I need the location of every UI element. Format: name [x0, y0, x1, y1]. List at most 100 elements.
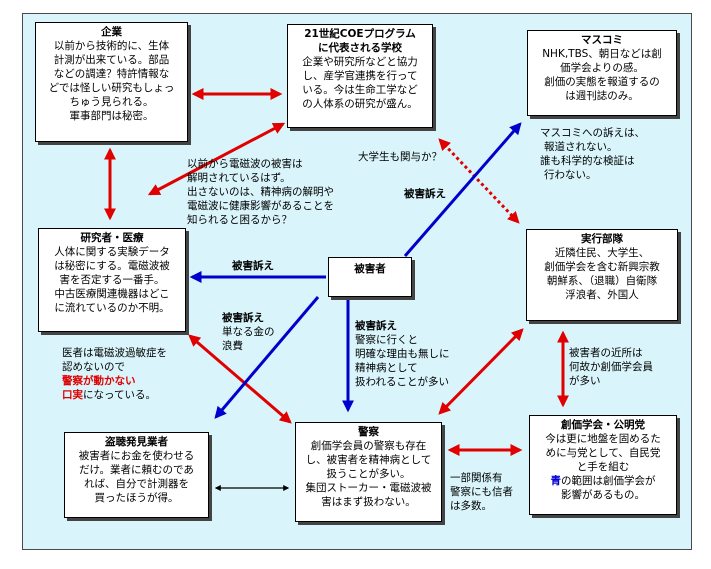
- waste-note: 被害訴え 単なる金の 浪費: [222, 311, 275, 353]
- note-line: 以前から電磁波の被害は: [187, 158, 303, 170]
- coe-line: し、産学官連携を行って: [302, 70, 418, 82]
- police-line: し、被害者を精神病として: [305, 454, 432, 466]
- researcher-line: に流れているのか不明。: [54, 302, 170, 314]
- note-line: 一部関係有: [450, 472, 503, 484]
- note-line: 警察にも信者: [450, 486, 513, 498]
- note-line: 何故か創価学会員: [569, 361, 653, 373]
- media-appeal-note: マスコミへの訴えは、 報道されない。 誰も科学的な検証は 行わない。: [540, 126, 645, 182]
- em-unsolved-note: 以前から電磁波の被害は 解明されているはず。 出さないのは、精神病の解明や 電磁…: [187, 157, 334, 227]
- arrow-victim-wiretap: [214, 296, 320, 419]
- note-line: 扱われることが多い: [355, 376, 449, 388]
- note-line: 誰も科学的な検証は: [540, 155, 635, 167]
- note-line: 医者は電磁波過敏症を: [62, 347, 167, 359]
- soka-blue-word: 青: [550, 475, 562, 487]
- police-line: 扱うことが多い。: [326, 468, 411, 480]
- company-line: どでは怪しい研究もしょっ: [48, 82, 175, 94]
- note-line: 行わない。: [544, 169, 597, 181]
- media-box: マスコミ NHK,TBS、朝日などは創 価学会よりの感。 創価の実態を報道するの…: [527, 30, 677, 116]
- media-title: マスコミ: [581, 34, 623, 46]
- note-line: 電磁波に健康影響があることを: [187, 200, 334, 212]
- researcher-box: 研究者・医療 人体に関する実験データ は秘密にする。電磁波被 害を否定する一番手…: [38, 228, 186, 332]
- coe-title: 21世紀COEプログラム: [304, 28, 416, 40]
- company-box: 企業 以前から技術的に、生体 計測が出来ている。部品 などの調達？特許情報な ど…: [35, 22, 188, 142]
- police-line: 集団ストーカー・電磁波被: [305, 482, 432, 494]
- wiretap-box: 盗聴発見業者 被害者にお金を使わせる だけ。業者に頼むのであ れば、自分で計測器…: [64, 432, 209, 518]
- soka-line-scope: 青の範囲は創価学会が: [534, 474, 672, 488]
- company-line: 軍事部門は秘密。: [69, 110, 154, 122]
- coe-line: いる。今は生命工学など: [302, 84, 418, 96]
- appeal-label-researcher: 被害訴え: [232, 260, 274, 272]
- note-line: が多い: [569, 375, 601, 387]
- wiretap-line: だけ。業者に頼むのであ: [79, 464, 194, 476]
- company-line: などの調達？特許情報な: [53, 68, 170, 80]
- soka-scope-rest: の範囲は創価学会が: [561, 475, 656, 487]
- arrow-researcher-police: [188, 334, 292, 424]
- note-line: 解明されているはず。: [187, 172, 291, 184]
- arrow-enforcer-police: [438, 328, 524, 415]
- arrow-coe-researcher: [147, 122, 286, 196]
- wiretap-title: 盗聴発見業者: [105, 436, 168, 448]
- student-note: 大学生も関与か？: [358, 151, 442, 163]
- police-line: 害はまず扱わない。: [321, 496, 416, 508]
- enforcer-line: 近隣住民、大学生、: [554, 247, 650, 259]
- note-line: 浪費: [222, 340, 243, 352]
- note-line: 警察に行くと: [355, 334, 418, 346]
- media-line: は週刊誌のみ。: [565, 90, 639, 102]
- doctor-rest: になっている。: [83, 389, 156, 401]
- researcher-line: は秘密にする。電磁波被: [54, 260, 170, 272]
- arrow-coe-enforcer-dotted: [438, 138, 520, 224]
- note-line: 被害者の近所は: [569, 347, 643, 359]
- soka-line: と手を組む: [576, 461, 630, 473]
- soka-title: 創価学会・公明党: [561, 419, 645, 431]
- wiretap-line: 買ったほうが得。: [94, 492, 179, 504]
- doctor-last-line: 口実になっている。: [62, 388, 167, 402]
- researcher-line: 中古医療関連機器はどこ: [54, 288, 170, 300]
- note-line: 出さないのは、精神病の解明や: [187, 186, 334, 198]
- enforcer-box: 実行部隊 近隣住民、大学生、 創価学会を含む新興宗教 朝鮮系、（退職）自衛隊 浮…: [526, 229, 678, 321]
- police-line: 創価学会員の警察も存在: [310, 440, 427, 452]
- victim-title: 被害者: [354, 263, 386, 275]
- note-line: 知られると困るから？: [187, 214, 292, 226]
- media-line: 価学会よりの感。: [560, 62, 644, 74]
- victim-box: 被害者: [328, 257, 412, 297]
- wiretap-line: れば、自分で計測器を: [84, 478, 189, 490]
- note-line: 単なる金の: [222, 326, 275, 338]
- enforcer-line: 朝鮮系、（退職）自衛隊: [546, 275, 658, 287]
- police-box: 警察 創価学会員の警察も存在 し、被害者を精神病として 扱うことが多い。 集団ス…: [295, 422, 442, 522]
- company-title: 企業: [101, 26, 122, 38]
- note-line: マスコミへの訴えは、: [540, 127, 645, 139]
- researcher-line: 害を否定する一番手。: [59, 274, 165, 286]
- appeal-label-media: 被害訴え: [404, 188, 446, 200]
- enforcer-title: 実行部隊: [581, 233, 623, 245]
- researcher-title: 研究者・医療: [80, 232, 144, 244]
- police-appeal-note: 被害訴え 警察に行くと 明確な理由も無しに 精神病として 扱われることが多い: [355, 319, 450, 389]
- note-line: 報道されない。: [544, 141, 618, 153]
- police-title: 警察: [358, 426, 379, 438]
- enforcer-line: 創価学会を含む新興宗教: [544, 261, 660, 273]
- wiretap-line: 被害者にお金を使わせる: [78, 450, 195, 462]
- note-line: は多数。: [450, 500, 492, 512]
- waste-title: 被害訴え: [222, 312, 264, 324]
- company-line: 以前から技術的に、生体: [53, 40, 170, 52]
- media-line: 創価の実態を報道するの: [544, 76, 660, 88]
- soka-line: めに与党として、自民党: [545, 447, 661, 459]
- coe-line: の人体系の研究が盛ん。: [302, 98, 418, 110]
- soka-box: 創価学会・公明党 今は更に地盤を固めるた めに与党として、自民党 と手を組む 青…: [529, 415, 677, 515]
- soka-line: 今は更に地盤を固めるた: [545, 433, 661, 445]
- soka-line: 影響があるもの。: [561, 489, 645, 501]
- partial-note: 一部関係有 警察にも信者 は多数。: [450, 471, 513, 513]
- coe-title-2: に代表される学校: [318, 42, 402, 54]
- company-line: ちゅう見られる。: [69, 96, 154, 108]
- coe-line: 企業や研究所などと協力: [302, 56, 418, 68]
- researcher-line: 人体に関する実験データ: [54, 246, 170, 258]
- company-line: 計測が出来ている。部品: [53, 54, 170, 66]
- doctor-note: 医者は電磁波過敏症を 認めないので 警察が動かない 口実になっている。: [62, 346, 167, 402]
- note-line: 認めないので: [62, 361, 125, 373]
- arrow-victim-media: [403, 122, 522, 257]
- enforcer-line: 浮浪者、外国人: [565, 289, 639, 301]
- doctor-red-text: 警察が動かない: [62, 375, 136, 387]
- neighbor-note: 被害者の近所は 何故か創価学会員 が多い: [569, 346, 653, 388]
- media-line: NHK,TBS、朝日などは創: [542, 48, 662, 60]
- note-line: 精神病として: [355, 362, 418, 374]
